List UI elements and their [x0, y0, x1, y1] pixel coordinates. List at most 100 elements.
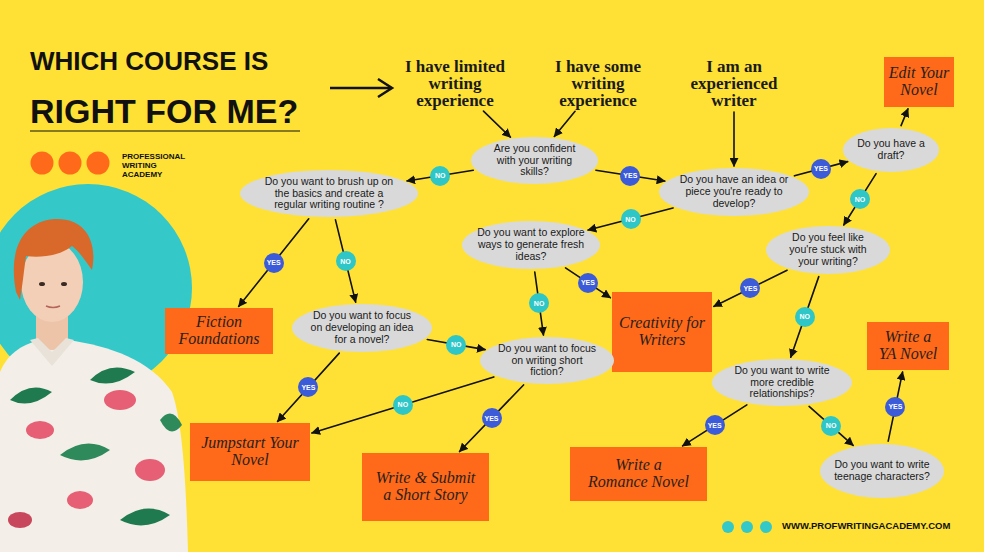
- start-text: I am an experienced writer: [680, 58, 788, 109]
- shirt-flower: [8, 512, 32, 528]
- node-text: Do you have an idea or piece you're read…: [674, 174, 794, 209]
- node-text: Write a Romance Novel: [586, 457, 691, 491]
- answer-badge: NO: [430, 166, 450, 186]
- node-text: Write & Submit a Short Story: [372, 470, 479, 504]
- flow-arrow: [714, 270, 787, 306]
- shirt-leaf: [60, 444, 110, 461]
- node-text: Do you feel like you're stuck with your …: [778, 232, 877, 267]
- answer-badge: YES: [620, 166, 640, 186]
- question-ellipse: Do you want to focus on writing short fi…: [480, 337, 614, 384]
- mouth: [46, 306, 60, 308]
- node-text: Do you want to write teenage characters?: [832, 459, 931, 483]
- flow-arrow: [901, 109, 908, 126]
- logo-dot: [87, 152, 110, 175]
- flow-arrow: [312, 377, 494, 433]
- course-box: Write & Submit a Short Story: [362, 453, 489, 521]
- eye: [39, 282, 45, 286]
- answer-badge: NO: [336, 251, 356, 271]
- brand-name: PROFESSIONAL WRITING ACADEMY: [122, 152, 194, 180]
- flow-arrow: [335, 220, 355, 302]
- ellipse-fill: [480, 337, 614, 384]
- course-box: Jumpstart Your Novel: [190, 423, 310, 481]
- footer-dot: [760, 521, 772, 533]
- flow-arrow: [566, 268, 611, 298]
- title-arrow-head: [378, 79, 392, 97]
- node-text: Are you confident with your writing skil…: [484, 143, 586, 178]
- answer-badge: NO: [621, 209, 641, 229]
- node-text: Do you want to brush up on the basics an…: [258, 176, 400, 211]
- question-ellipse: Do you want to write teenage characters?: [820, 444, 944, 498]
- collar: [30, 338, 74, 366]
- answer-badge: YES: [482, 408, 502, 428]
- course-box: Write a YA Novel: [867, 322, 949, 370]
- answer-badge: NO: [446, 335, 466, 355]
- shirt-flower: [67, 491, 93, 509]
- question-ellipse: Do you have a draft?: [843, 128, 939, 172]
- shirt-flower: [104, 390, 136, 410]
- flow-arrow: [588, 208, 673, 230]
- shirt-flower: [26, 421, 54, 439]
- title-underline: [30, 130, 300, 131]
- question-ellipse: Do you feel like you're stuck with your …: [766, 226, 890, 274]
- question-ellipse: Do you want to write more credible relat…: [712, 359, 852, 406]
- start-text: I have limited writing experience: [395, 58, 515, 109]
- answer-badge: NO: [393, 395, 413, 415]
- answer-badge: NO: [850, 189, 870, 209]
- answer-badge: YES: [885, 397, 905, 417]
- website-url: WWW.PROFWRITINGACADEMY.COM: [782, 520, 982, 531]
- question-ellipse: Do you want to explore ways to generate …: [462, 221, 600, 269]
- node-text: Do you want to focus on writing short fi…: [493, 343, 600, 378]
- node-text: Do you want to focus on developing an id…: [306, 310, 418, 345]
- flow-arrow: [791, 277, 819, 358]
- logo-dot: [31, 152, 54, 175]
- ellipse-fill: [292, 304, 432, 352]
- flow-arrow: [554, 111, 575, 136]
- shirt-leaf: [90, 368, 135, 384]
- node-text: I have limited writing experience: [395, 58, 515, 109]
- hair: [14, 219, 94, 300]
- ellipse-fill: [659, 168, 809, 216]
- footer-dot: [741, 521, 753, 533]
- question-ellipse: Do you have an idea or piece you're read…: [659, 168, 809, 216]
- node-text: I have some writing experience: [548, 58, 648, 109]
- ellipse-fill: [843, 128, 939, 172]
- node-text: Write a YA Novel: [875, 329, 941, 363]
- ellipse-fill: [240, 170, 418, 217]
- answer-badge: NO: [821, 416, 841, 436]
- node-text: Do you want to explore ways to generate …: [476, 227, 586, 262]
- shirt-leaf: [10, 388, 52, 404]
- page-title: WHICH COURSE IS RIGHT FOR ME?: [30, 36, 348, 136]
- shirt-leaf: [120, 509, 170, 526]
- flow-arrow: [460, 385, 524, 452]
- flow-arrow: [239, 219, 309, 307]
- footer-dot: [722, 521, 734, 533]
- node-text: Jumpstart Your Novel: [194, 435, 306, 469]
- eye: [61, 282, 67, 286]
- answer-badge: YES: [578, 273, 598, 293]
- question-ellipse: Do you want to brush up on the basics an…: [240, 170, 418, 217]
- node-text: Edit Your Novel: [887, 65, 951, 99]
- course-box: Fiction Foundations: [165, 308, 273, 354]
- ellipse-fill: [766, 226, 890, 274]
- question-ellipse: Are you confident with your writing skil…: [471, 137, 598, 184]
- flow-arrow: [809, 406, 853, 445]
- answer-badge: YES: [298, 377, 318, 397]
- ellipse-fill: [462, 221, 600, 269]
- ellipse-fill: [820, 444, 944, 498]
- flow-arrow: [278, 353, 340, 421]
- answer-badge: NO: [795, 307, 815, 327]
- course-box: Write a Romance Novel: [570, 447, 707, 501]
- course-box: Edit Your Novel: [884, 57, 954, 107]
- node-text: I am an experienced writer: [680, 58, 788, 109]
- answer-badge: YES: [705, 415, 725, 435]
- question-ellipse: Do you want to focus on developing an id…: [292, 304, 432, 352]
- ellipse-fill: [712, 359, 852, 406]
- node-text: Do you want to write more credible relat…: [726, 365, 838, 400]
- person-illustration: [0, 219, 188, 552]
- ellipse-fill: [471, 137, 598, 184]
- course-box: Creativity for Writers: [612, 292, 712, 372]
- answer-badge: YES: [740, 278, 760, 298]
- answer-badge: NO: [529, 293, 549, 313]
- shirt: [0, 340, 188, 552]
